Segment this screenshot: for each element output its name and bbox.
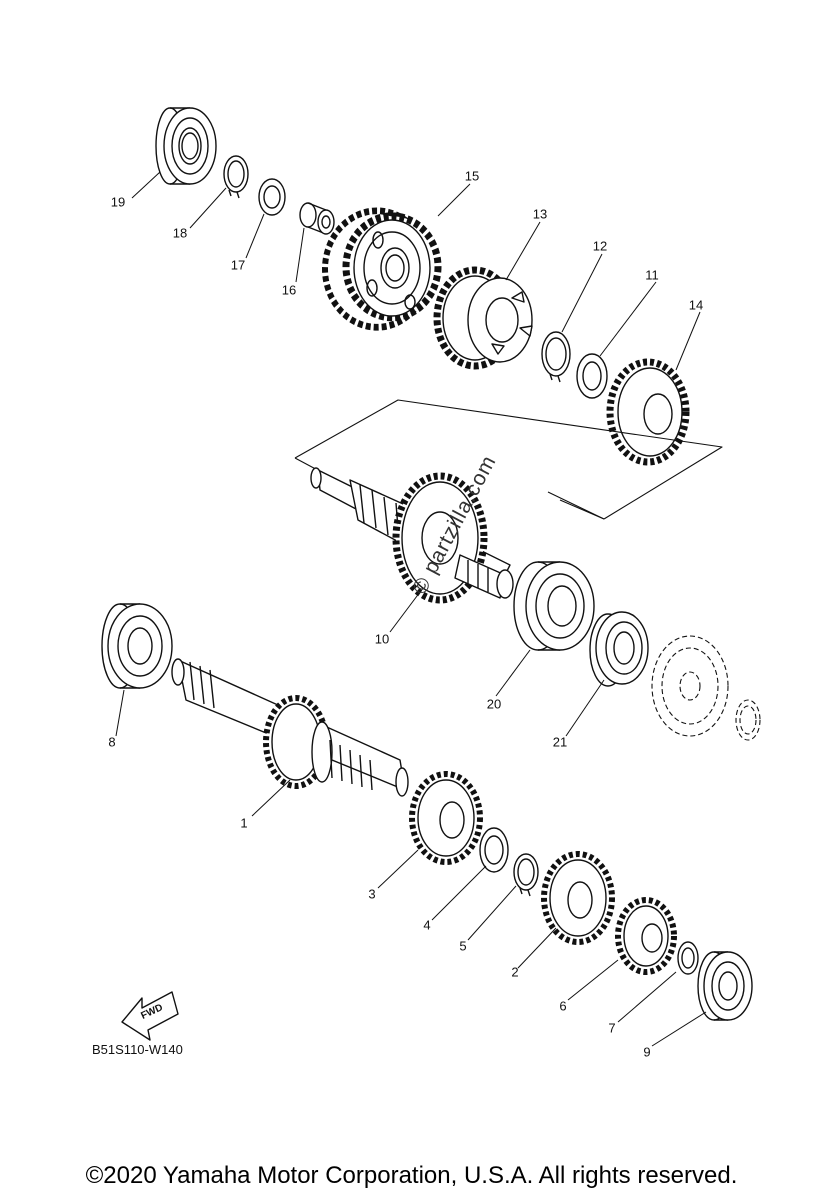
callout-10: 10 — [374, 631, 390, 647]
callout-14: 14 — [688, 297, 704, 313]
callout-9: 9 — [643, 1044, 651, 1060]
callout-1: 1 — [240, 815, 248, 831]
part-8-bearing[interactable] — [101, 603, 173, 689]
callout-19: 19 — [110, 194, 126, 210]
part-20-bearing[interactable] — [513, 561, 595, 651]
part-15-gear[interactable] — [322, 207, 442, 331]
part-21-oil-seal[interactable] — [589, 611, 649, 687]
callout-6: 6 — [559, 998, 567, 1014]
callout-21: 21 — [552, 734, 568, 750]
callout-8: 8 — [108, 734, 116, 750]
part-12-circlip[interactable] — [541, 331, 571, 383]
callout-17: 17 — [230, 257, 246, 273]
part-14-gear[interactable] — [606, 358, 690, 466]
part-9-bearing[interactable] — [697, 951, 753, 1021]
part-4-washer[interactable] — [479, 827, 509, 873]
part-7-washer[interactable] — [677, 941, 699, 975]
part-2-gear[interactable] — [541, 851, 615, 945]
sprocket-phantom — [651, 635, 761, 741]
leader-lines — [115, 171, 707, 1047]
part-19-bearing[interactable] — [155, 107, 217, 185]
part-13-gear[interactable] — [433, 266, 533, 370]
callout-11: 11 — [645, 267, 659, 283]
part-5-circlip[interactable] — [513, 853, 539, 897]
callout-20: 20 — [486, 696, 502, 712]
part-17-washer[interactable] — [258, 178, 286, 216]
diagram-code: B51S110-W140 — [92, 1042, 183, 1057]
callout-13: 13 — [532, 206, 548, 222]
part-1-drive-axle[interactable] — [171, 658, 409, 797]
callout-15: 15 — [464, 168, 480, 184]
part-16-collar[interactable] — [299, 202, 335, 235]
callout-3: 3 — [368, 886, 376, 902]
callout-4: 4 — [423, 917, 431, 933]
callout-2: 2 — [511, 964, 519, 980]
part-10-main-axle[interactable] — [310, 467, 514, 604]
callout-16: 16 — [281, 282, 297, 298]
callout-12: 12 — [592, 238, 608, 254]
copyright-notice: ©2020 Yamaha Motor Corporation, U.S.A. A… — [85, 1162, 738, 1189]
callout-7: 7 — [608, 1020, 616, 1036]
callout-18: 18 — [172, 225, 188, 241]
part-6-gear[interactable] — [615, 897, 677, 975]
part-11-washer[interactable] — [576, 353, 608, 399]
fwd-arrow-icon — [121, 991, 179, 1041]
callout-5: 5 — [459, 938, 467, 954]
part-3-gear[interactable] — [409, 771, 483, 865]
part-18-circlip[interactable] — [223, 155, 249, 199]
